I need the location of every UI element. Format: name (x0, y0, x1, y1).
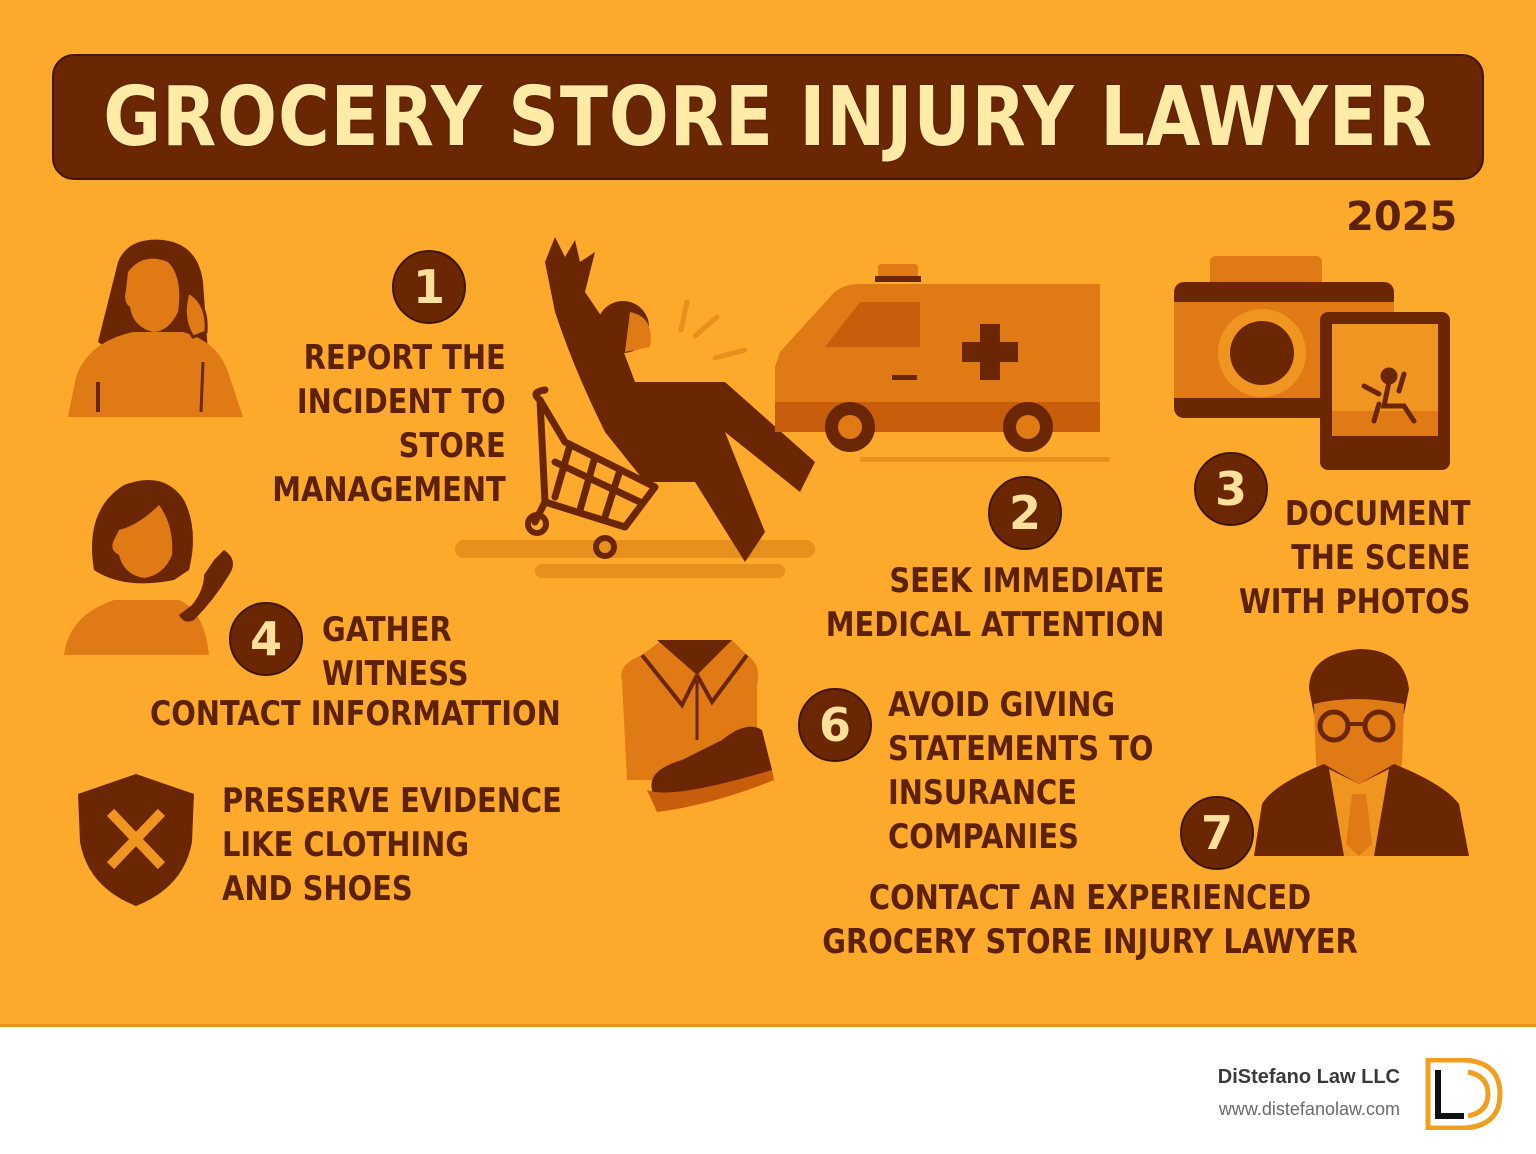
woman-phone-icon (64, 480, 233, 655)
step-5-text: PRESERVE EVIDENCE LIKE CLOTHING AND SHOE… (222, 779, 562, 911)
step-6-line: STATEMENTS TO (888, 729, 1154, 769)
ld-logo-icon (1425, 1058, 1503, 1130)
step-4-line: CONTACT INFORMATTION (150, 694, 561, 734)
shield-x-icon (78, 774, 194, 906)
footer (0, 1030, 1536, 1154)
step-4-line: GATHER (322, 610, 452, 650)
page-title: GROCERY STORE INJURY LAWYER (103, 69, 1433, 165)
step-3-number: 3 (1194, 452, 1268, 526)
step-7-text: CONTACT AN EXPERIENCED GROCERY STORE INJ… (810, 876, 1371, 964)
step-1-line: STORE (398, 426, 506, 466)
step-5-line: PRESERVE EVIDENCE (222, 781, 562, 821)
step-4-number: 4 (229, 602, 303, 676)
step-5-line: LIKE CLOTHING (222, 825, 470, 865)
step-2-line: MEDICAL ATTENTION (825, 605, 1164, 645)
step-1-line: REPORT THE (303, 338, 506, 378)
firm-website-link[interactable]: www.distefanolaw.com (1218, 1099, 1400, 1119)
step-3-line: THE SCENE (1290, 538, 1470, 578)
firm-name: DiStefano Law LLC (1217, 1066, 1400, 1088)
step-1-number: 1 (392, 250, 466, 324)
step-4-line: WITNESS (322, 654, 469, 694)
step-6-number: 6 (798, 688, 872, 762)
step-1-line: INCIDENT TO (297, 382, 506, 422)
step-7-line: GROCERY STORE INJURY LAWYER (822, 922, 1358, 962)
step-6-text: AVOID GIVING STATEMENTS TO INSURANCE COM… (888, 683, 1153, 859)
step-1-line: MANAGEMENT (272, 470, 506, 510)
lawyer-icon (1254, 649, 1469, 856)
ambulance-icon (775, 264, 1110, 462)
camera-photo-icon (1174, 256, 1450, 470)
falling-man-cart-icon (455, 237, 815, 578)
step-3-line: DOCUMENT (1284, 494, 1470, 534)
step-6-line: AVOID GIVING (888, 685, 1116, 725)
step-1-text: REPORT THE INCIDENT TO STORE MANAGEMENT (272, 336, 506, 512)
infographic-poster: GROCERY STORE INJURY LAWYER 2025 1 REPOR… (0, 0, 1536, 1027)
step-3-line: WITH PHOTOS (1238, 582, 1470, 622)
step-2-number: 2 (988, 476, 1062, 550)
step-5-line: AND SHOES (222, 869, 413, 909)
step-2-line: SEEK IMMEDIATE (888, 561, 1164, 601)
step-7-line: CONTACT AN EXPERIENCED (868, 878, 1312, 918)
step-6-line: INSURANCE (888, 773, 1077, 813)
step-4-text-bottom: CONTACT INFORMATTION (150, 692, 561, 736)
step-6-line: COMPANIES (888, 817, 1079, 857)
year-label: 2025 (1346, 194, 1458, 240)
step-2-text: SEEK IMMEDIATE MEDICAL ATTENTION (825, 559, 1164, 647)
woman-phone-icon (68, 239, 243, 417)
title-banner: GROCERY STORE INJURY LAWYER (52, 54, 1484, 180)
shirt-shoe-icon (621, 640, 774, 812)
step-4-text-top: GATHER WITNESS (322, 608, 469, 696)
step-7-number: 7 (1180, 796, 1254, 870)
step-3-text: DOCUMENT THE SCENE WITH PHOTOS (1238, 492, 1470, 624)
